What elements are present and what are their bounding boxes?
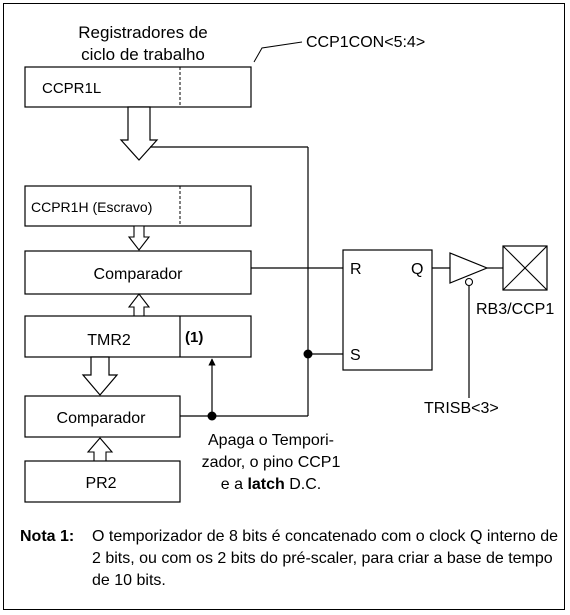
ccpr1l-label: CCPR1L [42,80,101,97]
ccp1con-label: CCP1CON<5:4> [306,34,425,51]
tmr2-box [24,315,252,358]
footnote-label: Nota 1 [20,528,69,545]
output-pin-cross-b [502,245,548,291]
buffer-enable-bubble [464,277,474,287]
footnote-text: O temporizador de 8 bits é concatenado c… [92,528,559,589]
tristate-buffer-icon [449,252,489,284]
tmr2-to-comparator-bottom-arrow [81,356,119,396]
duty-registers-title-line1: Registradores de [78,23,207,42]
latch-s-label: S [350,347,361,364]
ccpr1l-to-ccpr1h-arrow [119,106,159,161]
output-pin-label: RB3/CCP1 [476,301,554,318]
tmr2-note-ref: (1) [185,329,203,346]
comparator-top-box [24,250,252,295]
comparator-top-label: Comparador [94,266,184,283]
footnote-label-wrap: Nota 1: [20,526,88,592]
pr2-to-comparator-arrow [86,437,114,462]
comparator-bottom-label: Comparador [57,410,147,427]
latch-r-label: R [350,261,362,278]
reset-caption-line2: zador, o pino CCP1 [202,454,341,471]
pr2-box [24,460,181,503]
reset-caption-line3-post: D.C. [285,476,321,493]
reset-caption-line1: Apaga o Tempori- [208,432,334,449]
tmr2-label: TMR2 [87,332,131,349]
footnote-colon: : [68,528,75,545]
reset-caption-line3: e a latch D.C. [221,476,321,493]
duty-registers-title-line2: ciclo de trabalho [81,45,205,64]
reset-caption-line3-pre: e a [221,476,248,493]
ccp1con-pointer [253,41,303,63]
ccpr1h-to-comparator-arrow [127,225,151,251]
trisb-label: TRISB<3> [424,400,499,417]
reset-caption-latch-word: latch [247,476,284,493]
footnote: Nota 1: O temporizador de 8 bits é conca… [20,526,560,592]
latch-q-label: Q [411,261,423,278]
ccpr1l-box [24,66,252,108]
ccpr1h-label: CCPR1H (Escravo) [31,199,152,215]
pr2-label: PR2 [85,475,116,492]
sr-latch-box [342,249,433,371]
tmr2-to-comparator-arrow [127,293,151,317]
